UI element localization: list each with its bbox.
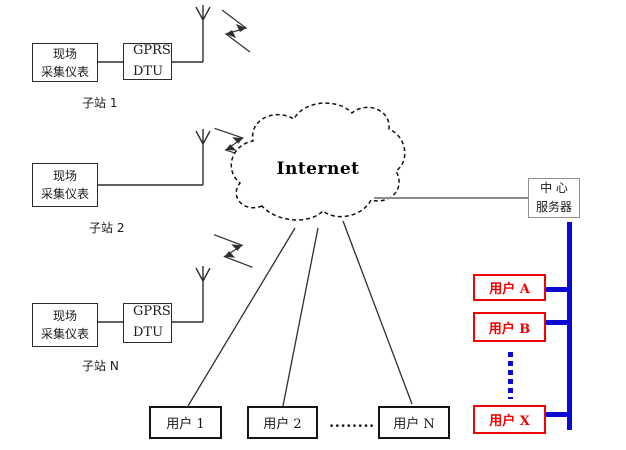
user-b-box: 用户 B [473, 312, 546, 342]
user-a-box: 用户 A [473, 274, 546, 301]
substation-n-label: 子站 N [82, 359, 119, 373]
internet-cloud-label: Internet [276, 159, 360, 179]
user-x-box: 用户 X [473, 405, 546, 434]
substation-1-dtu-box: GPRS DTU [123, 43, 172, 80]
meter-label-line2: 采集仪表 [40, 187, 89, 201]
cloud-user1-link-line [187, 227, 296, 407]
meter-label-line1: 现场 [52, 46, 77, 61]
substation-2-wiring [98, 129, 211, 186]
antenna-icon [195, 266, 211, 282]
meter-label-line1: 现场 [52, 169, 77, 183]
dtu-label-line1: GPRS [133, 42, 171, 58]
dtu-label-line2: DTU [133, 325, 164, 340]
substation-n-wiring [98, 266, 211, 323]
central-server-box: 中 心 服务器 [528, 178, 580, 218]
substation-n-meter-box: 现场 采集仪表 [32, 303, 98, 347]
bus-stub-user-b [546, 320, 567, 325]
cloud-user2-link-line [282, 227, 319, 407]
user-n-box: 用户 N [378, 406, 450, 439]
meter-label-line1: 现场 [52, 309, 77, 323]
antenna-icon [195, 129, 211, 145]
substation-n-dtu-box: GPRS DTU [123, 303, 172, 343]
substation-1-wiring [98, 5, 211, 63]
server-label-line2: 服务器 [535, 200, 572, 214]
dtu-label-line2: DTU [133, 63, 164, 79]
bus-stub-user-x [546, 412, 567, 417]
substation-1-meter-box: 现场 采集仪表 [32, 43, 98, 82]
users-vertical-ellipsis [508, 352, 513, 399]
wireless-signal-icon [221, 9, 251, 53]
cloud-userN-link-line [342, 220, 413, 405]
dtu-label-line1: GPRS [133, 304, 171, 320]
substation-2-label: 子站 2 [89, 221, 125, 235]
meter-label-line2: 采集仪表 [40, 327, 89, 341]
internet-cloud-shape [230, 102, 406, 221]
substation-1-label: 子站 1 [82, 96, 118, 110]
server-label-line1: 中 心 [540, 180, 568, 195]
meter-label-line2: 采集仪表 [40, 64, 89, 79]
bus-stub-user-a [546, 287, 567, 292]
user-2-box: 用户 2 [247, 406, 318, 439]
antenna-icon [195, 5, 211, 21]
wireless-signal-icon [213, 234, 253, 268]
substation-2-meter-box: 现场 采集仪表 [32, 163, 98, 207]
ethernet-bus-line [567, 222, 572, 430]
users-horizontal-ellipsis: ........ [329, 413, 375, 431]
user-1-box: 用户 1 [149, 406, 222, 439]
